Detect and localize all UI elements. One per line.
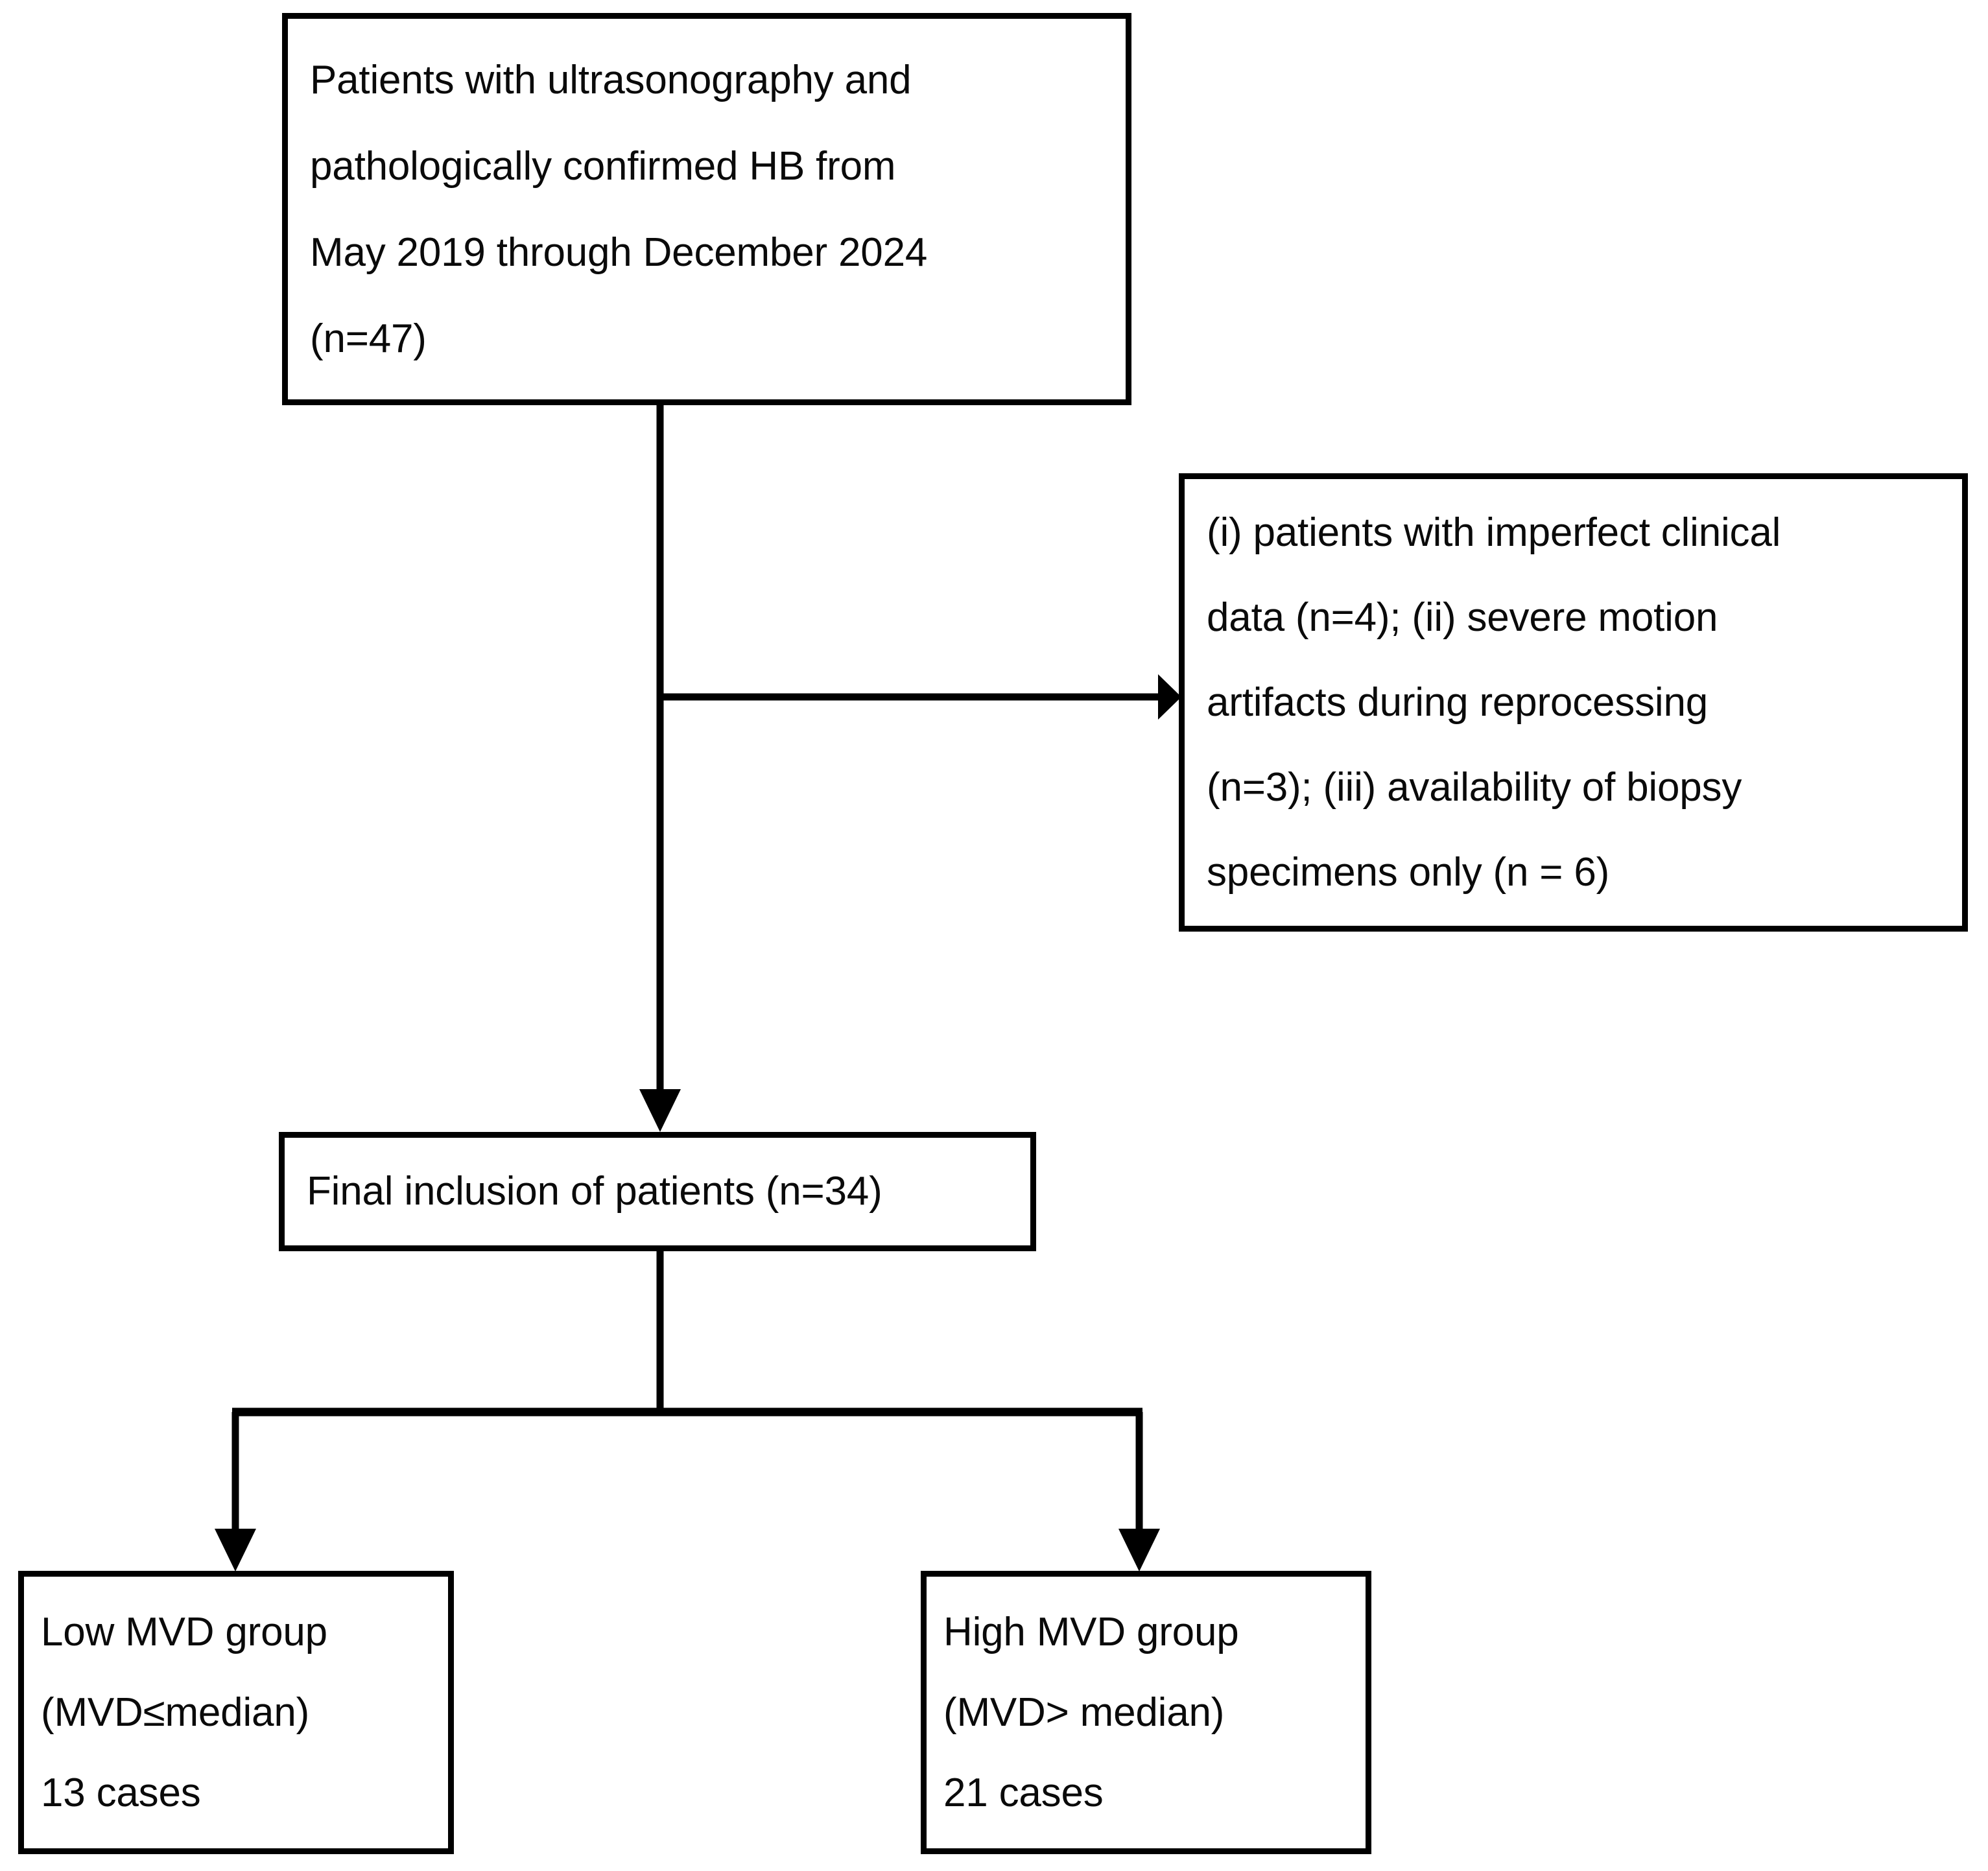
node-final-inclusion: Final inclusion of patients (n=34) [279,1132,1036,1251]
node-high-mvd-group: High MVD group (MVD> median) 21 cases [921,1571,1371,1854]
arrowhead-into-low-mvd-box [215,1529,256,1571]
text-line: 21 cases [943,1770,1104,1815]
node-source-cohort: Patients with ultrasonography and pathol… [282,13,1131,405]
text-line: pathologically confirmed HB from [310,143,896,189]
text-line: (i) patients with imperfect clinical [1207,510,1781,555]
text-line: Final inclusion of patients (n=34) [307,1169,882,1214]
text-line: (MVD≤median) [41,1689,310,1735]
node-final-inclusion-text: Final inclusion of patients (n=34) [307,1162,1030,1221]
text-line: (n=3); (iii) availability of biopsy [1207,765,1742,810]
arrowhead-into-excluded-box [1158,674,1181,720]
text-line: (MVD> median) [943,1689,1225,1735]
text-line: data (n=4); (ii) severe motion [1207,595,1718,640]
arrowhead-into-high-mvd-box [1118,1529,1160,1571]
text-line: artifacts during reprocessing [1207,680,1709,725]
node-low-mvd-group: Low MVD group (MVD≤median) 13 cases [18,1571,454,1854]
node-source-cohort-text: Patients with ultrasonography and pathol… [310,37,1126,382]
node-low-mvd-group-text: Low MVD group (MVD≤median) 13 cases [41,1592,448,1833]
arrowhead-into-final-box [639,1089,681,1132]
text-line: specimens only (n = 6) [1207,850,1610,895]
text-line: 13 cases [41,1770,201,1815]
node-exclusion-criteria-text: (i) patients with imperfect clinical dat… [1207,490,1962,915]
text-line: High MVD group [943,1609,1239,1654]
text-line: Low MVD group [41,1609,327,1654]
text-line: (n=47) [310,316,427,361]
text-line: May 2019 through December 2024 [310,229,928,275]
text-line: Patients with ultrasonography and [310,57,912,102]
node-exclusion-criteria: (i) patients with imperfect clinical dat… [1179,473,1968,932]
node-high-mvd-group-text: High MVD group (MVD> median) 21 cases [943,1592,1366,1833]
